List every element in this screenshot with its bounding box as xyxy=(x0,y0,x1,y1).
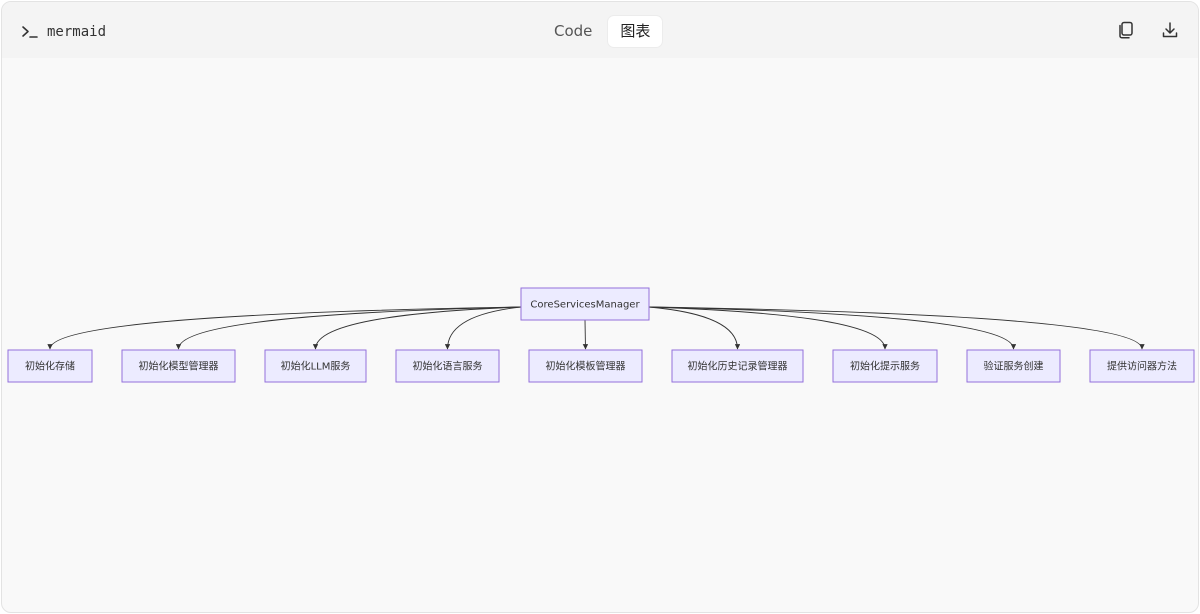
node-child-8: 验证服务创建 xyxy=(966,349,1061,383)
node-child-8-box xyxy=(966,349,1061,383)
code-block-header: mermaid Code 图表 xyxy=(2,2,1198,58)
node-child-5: 初始化模板管理器 xyxy=(528,349,643,383)
node-child-3: 初始化LLM服务 xyxy=(264,349,367,383)
node-child-2-box xyxy=(121,349,236,383)
edge-root-to-child-2 xyxy=(175,306,522,350)
node-child-6-label: 初始化历史记录管理器 xyxy=(688,360,788,373)
node-child-1: 初始化存储 xyxy=(7,349,93,383)
node-child-6: 初始化历史记录管理器 xyxy=(671,349,804,383)
node-core-services-manager-label: CoreServicesManager xyxy=(530,300,640,311)
edge-root-to-child-7 xyxy=(648,306,888,350)
terminal-prompt-icon xyxy=(22,26,38,38)
node-child-9-label: 提供访问器方法 xyxy=(1107,360,1177,373)
node-child-9: 提供访问器方法 xyxy=(1089,349,1195,383)
node-child-1-box xyxy=(7,349,93,383)
language-indicator: mermaid xyxy=(21,22,106,42)
tab-diagram[interactable]: 图表 xyxy=(608,16,663,47)
node-child-5-box xyxy=(528,349,643,383)
edge-root-to-child-3 xyxy=(312,306,522,350)
diagram-canvas: CoreServicesManager 初始化存储 初始化模型管理器 初始化LLM服务… xyxy=(2,58,1198,612)
node-child-7: 初始化提示服务 xyxy=(832,349,938,383)
node-child-5-label: 初始化模板管理器 xyxy=(546,360,626,373)
tab-code[interactable]: Code xyxy=(554,22,593,40)
node-child-6-box xyxy=(671,349,804,383)
edge-root-to-child-5 xyxy=(582,319,589,350)
node-child-7-box xyxy=(832,349,938,383)
node-child-4-box xyxy=(395,349,500,383)
node-child-1-label: 初始化存储 xyxy=(25,360,75,373)
node-child-2-label: 初始化模型管理器 xyxy=(139,360,219,373)
copy-icon[interactable] xyxy=(1116,20,1136,40)
header-actions xyxy=(1116,20,1180,40)
node-child-4-label: 初始化语言服务 xyxy=(413,360,483,373)
language-label: mermaid xyxy=(47,24,107,40)
node-child-3-label: 初始化LLM服务 xyxy=(281,360,351,373)
edge-root-to-child-1 xyxy=(47,306,522,350)
node-core-services-manager: CoreServicesManager xyxy=(520,287,650,321)
edge-root-to-child-8 xyxy=(648,306,1017,350)
edge-root-to-child-9 xyxy=(648,306,1145,350)
node-child-7-label: 初始化提示服务 xyxy=(850,360,920,373)
download-icon[interactable] xyxy=(1160,20,1180,40)
edge-root-to-child-4 xyxy=(444,306,522,350)
flowchart-diagram: CoreServicesManager 初始化存储 初始化模型管理器 初始化LLM服务… xyxy=(7,287,1195,383)
node-child-4: 初始化语言服务 xyxy=(395,349,500,383)
edge-root-to-child-6 xyxy=(648,306,741,350)
node-child-3-box xyxy=(264,349,367,383)
node-child-8-label: 验证服务创建 xyxy=(984,360,1044,373)
node-child-9-box xyxy=(1089,349,1195,383)
view-tabs: Code 图表 xyxy=(542,16,663,47)
node-child-2: 初始化模型管理器 xyxy=(121,349,236,383)
node-core-services-manager-box xyxy=(520,287,650,321)
